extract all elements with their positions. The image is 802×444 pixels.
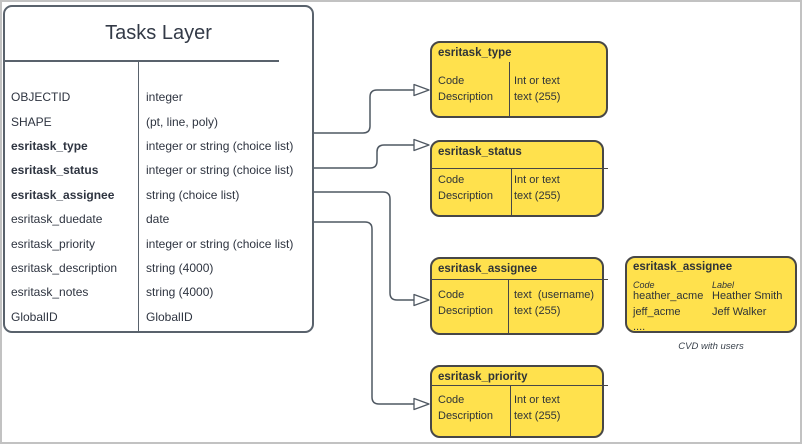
connector-esritask-priority [314,221,414,405]
cvd-label-column: Heather Smith Jeff Walker [712,290,783,318]
domain-box-title: esritask_type [438,47,512,59]
tasks-layer-table: Tasks Layer OBJECTID integer SHAPE (pt, … [3,5,314,333]
table-row: esritask_priority integer or string (cho… [5,231,312,255]
table-rows: OBJECTID integer SHAPE (pt, line, poly) … [5,85,312,329]
domain-box-esritask-type: esritask_type Code Description Int or te… [430,41,608,118]
field-name: SHAPE [11,114,52,129]
open-arrowhead-icon [413,83,430,97]
domain-box-title: esritask_status [438,146,522,158]
field-type: GlobalID [146,309,193,324]
domain-box-left-column: Code Description [438,394,494,422]
cvd-box-title: esritask_assignee [633,261,733,273]
table-row: esritask_assignee string (choice list) [5,183,312,207]
table-row: esritask_type integer or string (choice … [5,134,312,158]
field-type: date [146,212,170,227]
field-type: (pt, line, poly) [146,114,219,129]
domain-box-esritask-status: esritask_status Code Description Int or … [430,140,608,217]
field-type: integer or string (choice list) [146,138,294,153]
field-name: OBJECTID [11,90,71,105]
field-type: string (choice list) [146,187,240,202]
domain-box-divider [510,385,511,436]
field-name: esritask_notes [11,285,89,300]
connector-esritask-type [314,89,414,134]
table-row: GlobalID GlobalID [5,305,312,329]
domain-box-left-column: Code Description [438,289,494,317]
connector-esritask-status [314,144,414,169]
cvd-caption: CVD with users [678,341,744,352]
field-name: esritask_description [11,260,118,275]
field-name: esritask_type [11,138,88,153]
domain-box-left-column: Code Description [438,75,494,103]
table-column-divider [138,60,139,331]
field-type: integer or string (choice list) [146,163,294,178]
table-row: SHAPE (pt, line, poly) [5,109,312,133]
cvd-column-header-code: Code [633,280,655,290]
field-type: string (4000) [146,285,214,300]
field-type: integer [146,90,183,105]
domain-box-title: esritask_priority [438,371,528,383]
domain-box-divider [508,279,509,333]
table-row: esritask_status integer or string (choic… [5,158,312,182]
domain-box-esritask-priority: esritask_priority Code Description Int o… [430,365,608,438]
field-type: string (4000) [146,260,214,275]
domain-box-right-column: Int or text text (255) [514,394,561,422]
field-name: esritask_priority [11,236,96,251]
field-name: esritask_duedate [11,212,103,227]
field-name: GlobalID [11,309,58,324]
open-arrowhead-icon [413,397,430,411]
connector-esritask-assignee [314,191,414,301]
field-name: esritask_status [11,163,99,178]
domain-box-esritask-assignee: esritask_assignee Code Description text … [430,257,608,335]
domain-box-divider [430,279,608,280]
domain-box-divider [430,168,608,169]
domain-box-divider [509,62,510,116]
cvd-ellipsis: .... [633,321,646,334]
table-row: esritask_description string (4000) [5,256,312,280]
table-header-divider [3,60,279,62]
cvd-column-header-label: Label [712,280,735,290]
table-row: esritask_duedate date [5,207,312,231]
table-row: esritask_notes string (4000) [5,280,312,304]
table-title: Tasks Layer [105,22,212,44]
domain-box-divider [511,168,512,215]
domain-box-right-column: text (username) text (255) [514,289,595,317]
open-arrowhead-icon [413,293,430,307]
domain-box-right-column: Int or text text (255) [514,174,561,202]
cvd-users-box: esritask_assignee Code Label heather_acm… [625,256,797,333]
field-type: integer or string (choice list) [146,236,294,251]
cvd-code-column: heather_acme jeff_acme .... [633,289,703,336]
domain-box-left-column: Code Description [438,174,494,202]
domain-box-right-column: Int or text text (255) [514,75,561,103]
domain-box-divider [430,385,608,386]
table-row: OBJECTID integer [5,85,312,109]
field-name: esritask_assignee [11,187,115,202]
open-arrowhead-icon [413,138,430,152]
domain-box-title: esritask_assignee [438,263,538,275]
